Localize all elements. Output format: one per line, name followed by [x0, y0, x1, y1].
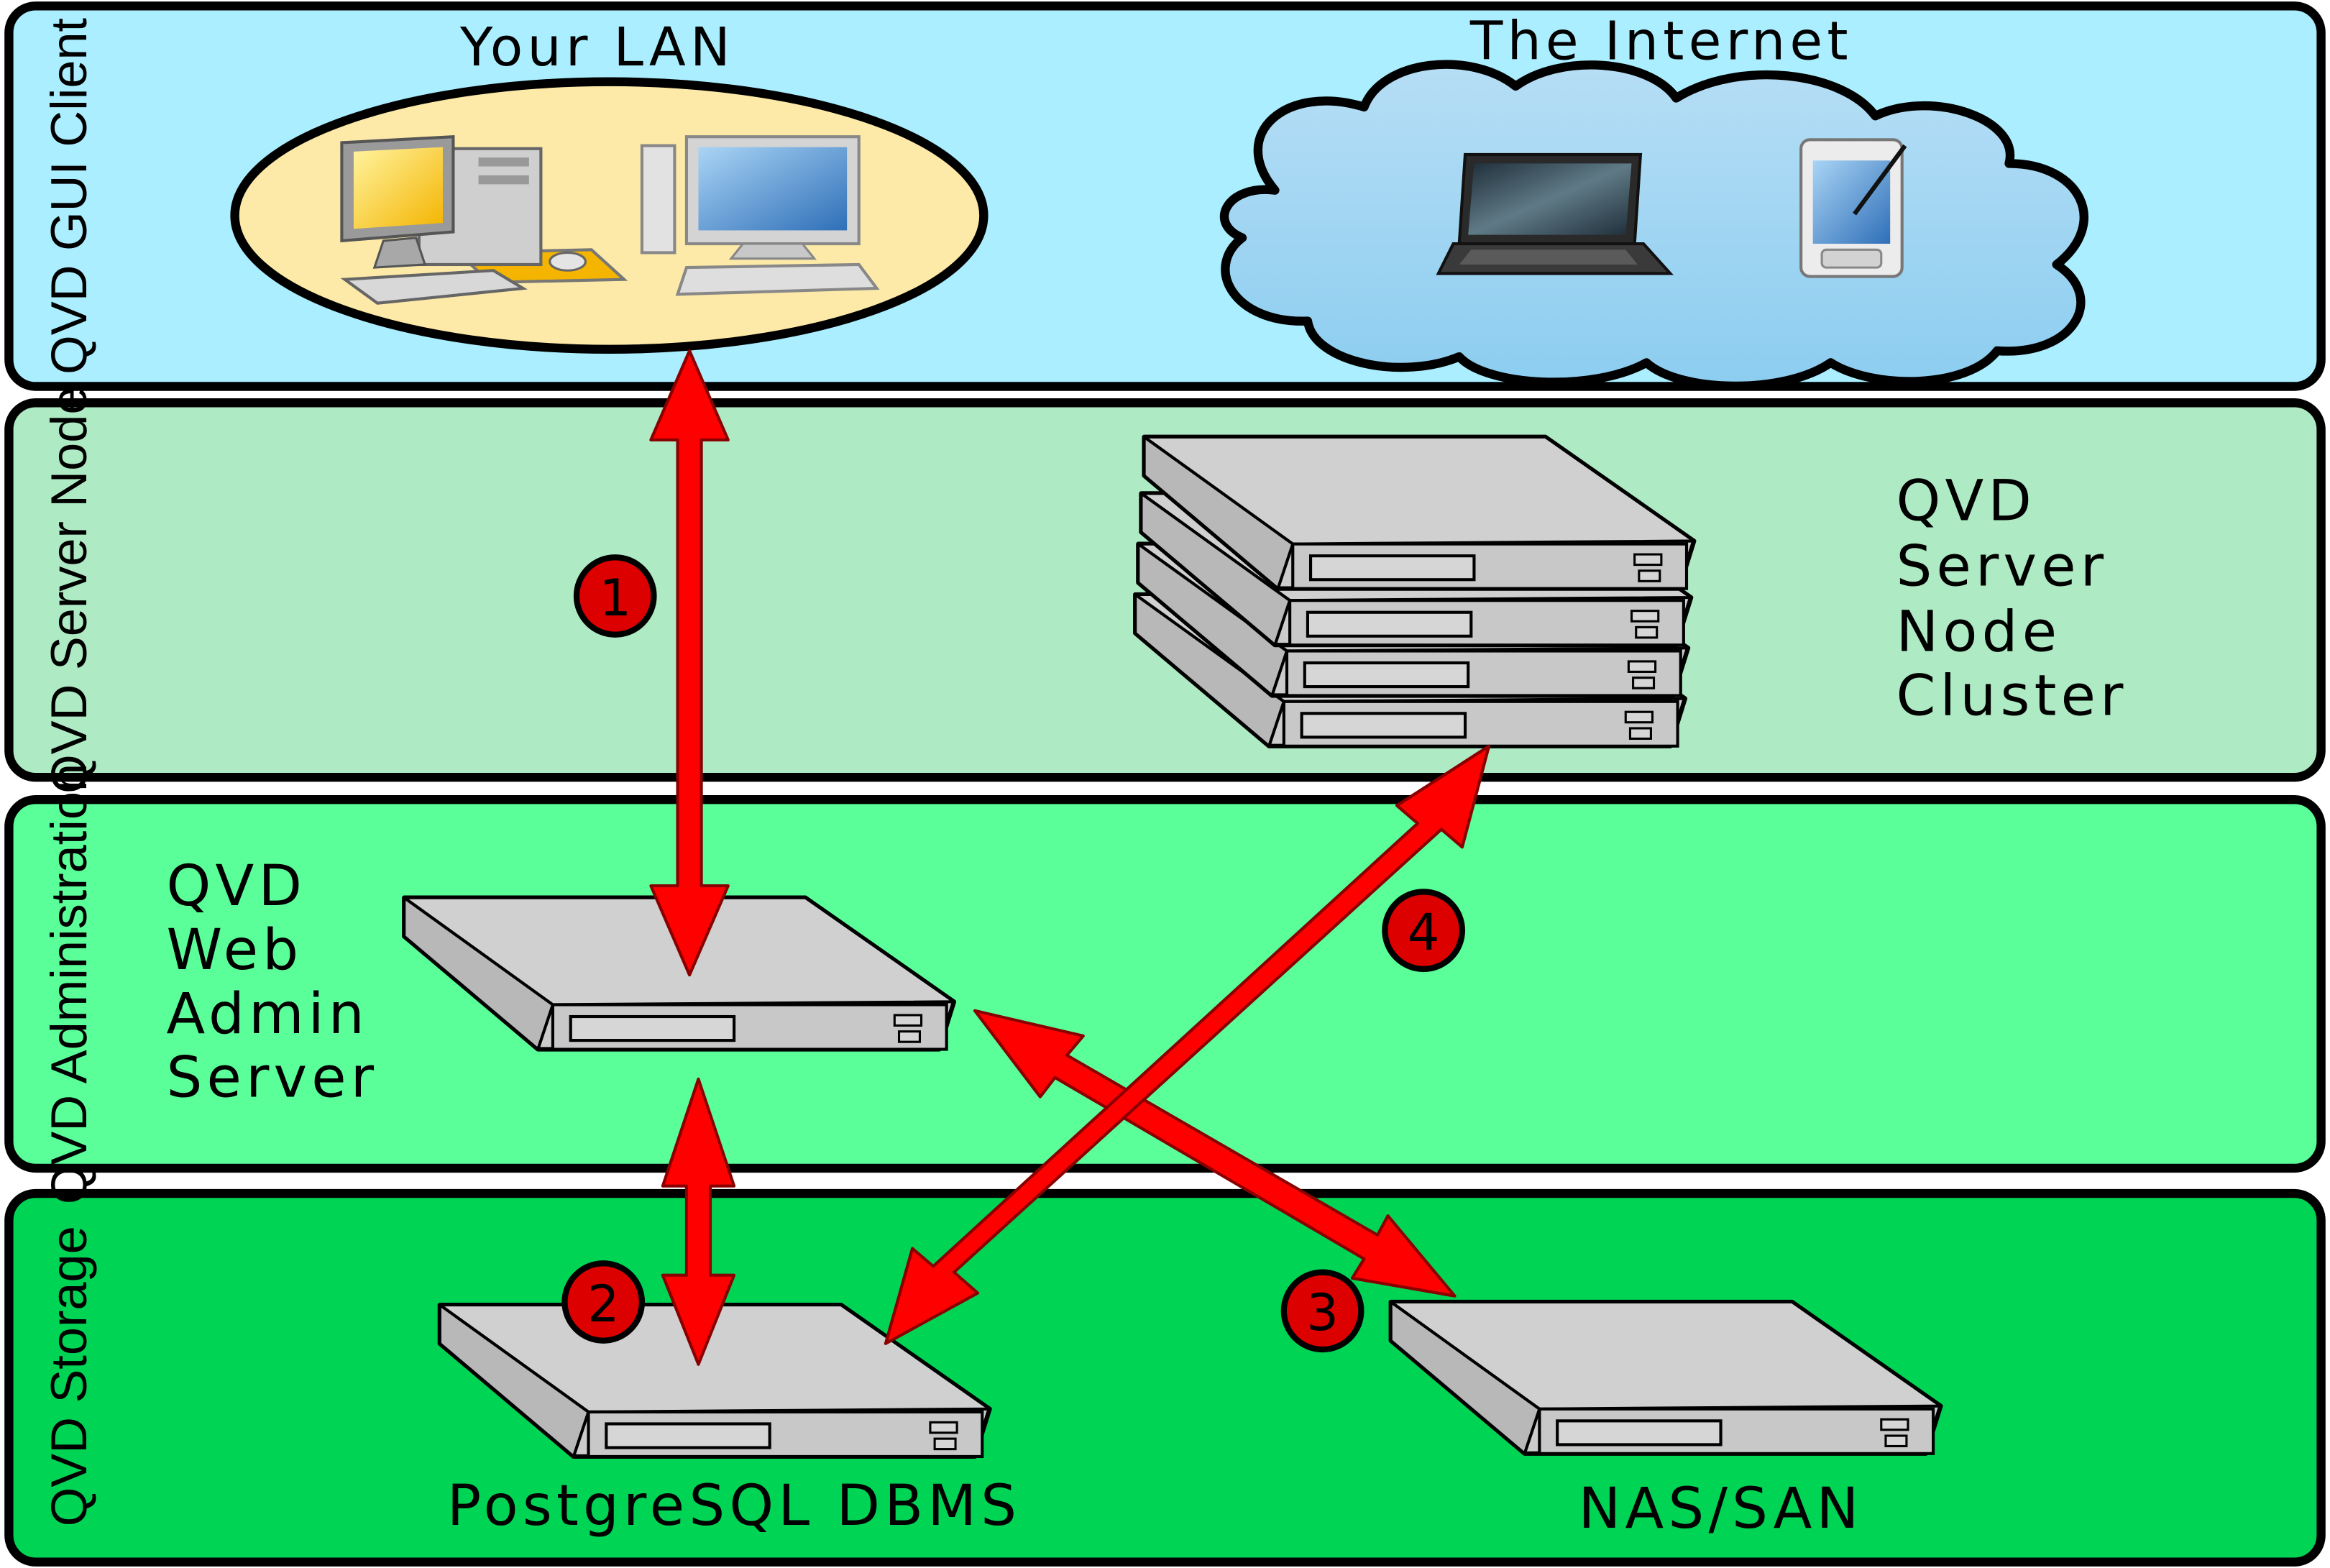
svg-text:4: 4 [1408, 903, 1440, 962]
pda-icon [1799, 138, 1907, 278]
band-administration [4, 795, 2326, 1173]
desktop-pc-icon [340, 135, 628, 305]
connection-arrow-2 [661, 1077, 736, 1366]
svg-text:1: 1 [599, 569, 631, 628]
lan-title: Your LAN [459, 16, 735, 78]
step-marker-4: 4 [1382, 889, 1466, 973]
connection-arrow-1 [649, 349, 730, 977]
step-marker-3: 3 [1280, 1269, 1364, 1353]
webadmin-label-line3: Admin [167, 981, 369, 1047]
postgresql-label: PostgreSQL DBMS [447, 1472, 1021, 1539]
internet-cloud [1219, 60, 2088, 391]
webadmin-label-line2: Web [167, 917, 303, 983]
laptop-icon [1436, 152, 1674, 275]
connection-arrow-4 [884, 744, 1491, 1345]
cluster-label-line3: Node [1896, 598, 2061, 664]
cluster-label-line4: Cluster [1896, 662, 2127, 728]
band-label-storage: QVD Storage [40, 1226, 97, 1526]
band-storage [4, 1188, 2326, 1567]
svg-text:3: 3 [1306, 1283, 1339, 1342]
connection-arrow-3 [973, 1009, 1457, 1298]
band-label-client: QVD GUI Client [40, 18, 97, 375]
webadmin-label-line1: QVD [167, 853, 307, 919]
webadmin-label-line4: Server [167, 1045, 379, 1111]
svg-text:2: 2 [587, 1275, 620, 1334]
band-label-administration: QVD Administration [40, 764, 97, 1204]
step-marker-1: 1 [573, 554, 657, 638]
internet-title: The Internet [1469, 10, 1853, 73]
desktop-pc-icon [640, 135, 880, 296]
step-marker-2: 2 [561, 1260, 646, 1344]
cluster-label-line1: QVD [1896, 468, 2036, 534]
nas-san-label: NAS/SAN [1579, 1475, 1863, 1541]
cluster-label-line2: Server [1896, 533, 2108, 600]
band-label-server-node: QVD Server Node [40, 387, 97, 794]
server-cluster-icon [1135, 437, 1694, 746]
